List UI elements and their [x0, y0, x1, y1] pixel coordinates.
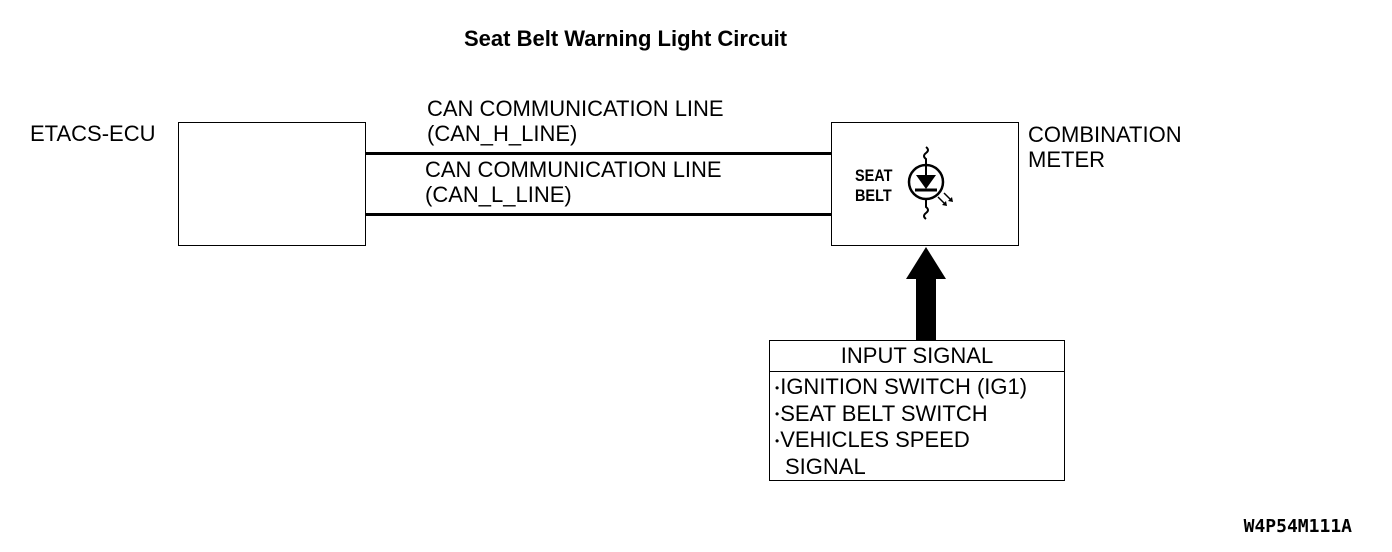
- etacs-ecu-box: [178, 122, 366, 246]
- lamp-label-belt: BELT: [855, 186, 892, 205]
- lamp-label: SEAT BELT: [855, 166, 892, 206]
- input-signal-box: INPUT SIGNAL •IGNITION SWITCH (IG1) •SEA…: [769, 340, 1065, 481]
- input-signal-header: INPUT SIGNAL: [770, 341, 1064, 372]
- seat-belt-warning-lamp-icon: [907, 146, 953, 220]
- can-h-label: CAN COMMUNICATION LINE (CAN_H_LINE): [427, 96, 724, 146]
- can-l-label-line1: CAN COMMUNICATION LINE: [425, 157, 722, 182]
- input-signal-item: •IGNITION SWITCH (IG1): [775, 374, 1028, 399]
- can-h-wire: [366, 152, 832, 155]
- combination-meter-label: COMBINATION METER: [1028, 122, 1182, 172]
- input-signal-list: •IGNITION SWITCH (IG1) •SEAT BELT SWITCH…: [775, 374, 1027, 479]
- can-l-wire: [366, 213, 832, 216]
- input-signal-item: •SEAT BELT SWITCH: [775, 400, 988, 426]
- can-h-label-line1: CAN COMMUNICATION LINE: [427, 96, 724, 121]
- input-signal-item: •VEHICLES SPEED: [775, 427, 970, 453]
- input-signal-arrow: [906, 247, 946, 340]
- etacs-ecu-label: ETACS-ECU: [30, 121, 156, 146]
- can-l-label: CAN COMMUNICATION LINE (CAN_L_LINE): [425, 157, 722, 207]
- combination-meter-label-line1: COMBINATION: [1028, 122, 1182, 147]
- can-h-label-line2: (CAN_H_LINE): [427, 121, 578, 146]
- input-signal-item: SIGNAL: [785, 454, 866, 480]
- lamp-label-seat: SEAT: [855, 166, 893, 185]
- combination-meter-label-line2: METER: [1028, 147, 1105, 172]
- can-l-label-line2: (CAN_L_LINE): [425, 182, 572, 207]
- figure-code: W4P54M111A: [1243, 516, 1352, 537]
- diagram-title: Seat Belt Warning Light Circuit: [464, 26, 788, 51]
